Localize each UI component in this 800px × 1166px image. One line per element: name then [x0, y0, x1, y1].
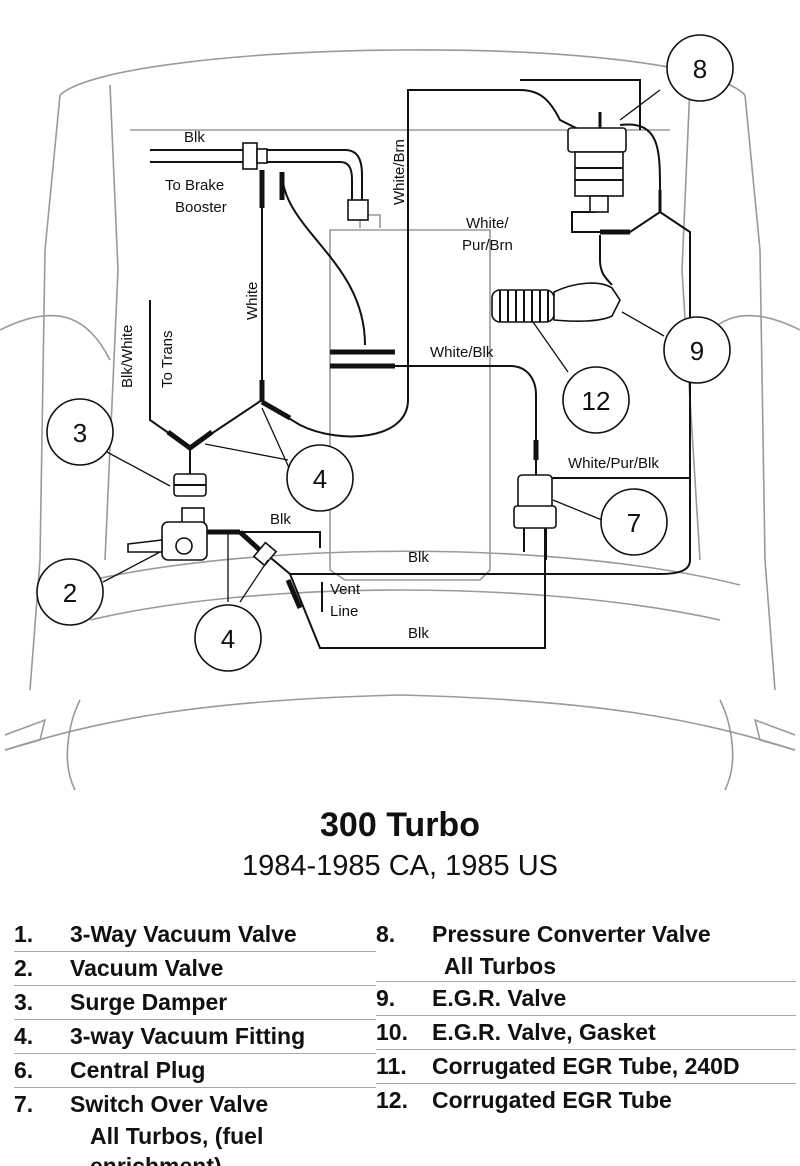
hose-labels: Blk To Brake Booster White/Brn White Blk…	[119, 129, 659, 642]
legend-item: 2. Vacuum Valve	[14, 952, 376, 986]
diagram-title: 300 Turbo	[320, 806, 480, 844]
legend-number: 4.	[14, 1023, 34, 1049]
callout-number: 9	[690, 336, 704, 366]
legend-number: 10.	[376, 1019, 408, 1045]
vacuum-hoses	[149, 79, 691, 649]
callout-number: 2	[63, 578, 77, 608]
legend-number: 8.	[376, 921, 396, 947]
legend-item: 6. Central Plug	[14, 1054, 376, 1088]
hose-label-line: Line	[330, 603, 358, 620]
legend-text: 3-Way Vacuum Valve	[70, 921, 297, 947]
egr-tube	[491, 282, 621, 323]
legend-number: 6.	[14, 1057, 34, 1083]
legend-item: 8. Pressure Converter Valve	[376, 918, 796, 951]
legend-text: Central Plug	[70, 1057, 206, 1083]
legend-item: 9. E.G.R. Valve	[376, 982, 796, 1016]
brake-booster-line	[150, 142, 369, 221]
hose-label-pur-brn: Pur/Brn	[462, 237, 513, 254]
hose-label-blk: Blk	[408, 625, 429, 642]
legend-text: Surge Damper	[70, 989, 228, 1015]
callout-8	[666, 34, 734, 102]
hose-label-to-trans: To Trans	[159, 330, 176, 388]
hose-label-white-pur-blk: White/Pur/Blk	[568, 455, 659, 472]
legend-left-column: 1. 3-Way Vacuum Valve 2. Vacuum Valve 3.…	[14, 918, 376, 1166]
leader-lines	[102, 89, 665, 603]
legend-text: E.G.R. Valve	[432, 985, 567, 1011]
callout-4-top	[286, 444, 354, 512]
callout-3	[46, 398, 114, 466]
callout-circles: 8 9 12 7 3 4 2 4	[36, 34, 734, 672]
legend-number: 3.	[14, 989, 34, 1015]
hose-label-blk: Blk	[184, 129, 205, 146]
hose-label-to-brake: To Brake	[165, 177, 224, 194]
legend-text: Corrugated EGR Tube	[432, 1087, 672, 1113]
hose-label-blk: Blk	[408, 549, 429, 566]
callout-9	[663, 316, 731, 384]
legend-text: Pressure Converter Valve	[432, 921, 711, 947]
callout-number: 4	[313, 464, 327, 494]
callout-number: 4	[221, 624, 235, 654]
hose-label-blk: Blk	[270, 511, 291, 528]
legend-text: E.G.R. Valve, Gasket	[432, 1019, 656, 1045]
vacuum-diagram: 8 9 12 7 3 4 2 4 Blk To Brake Booster Wh…	[0, 34, 800, 791]
legend-text: Vacuum Valve	[70, 955, 224, 981]
legend-item: 7. Switch Over Valve	[14, 1088, 376, 1121]
legend-continuation: All Turbos	[376, 951, 796, 982]
legend-text: 3-way Vacuum Fitting	[70, 1023, 306, 1049]
callout-number: 7	[627, 508, 641, 538]
diagram-subtitle: 1984-1985 CA, 1985 US	[242, 850, 558, 882]
callout-4-bottom	[194, 604, 262, 672]
hose-label-blk-white: Blk/White	[119, 325, 136, 388]
legend-number: 7.	[14, 1091, 34, 1117]
hose-label-booster: Booster	[175, 199, 227, 216]
hose-label-white-blk: White/Blk	[430, 344, 494, 361]
legend-number: 2.	[14, 955, 34, 981]
legend-item: 11. Corrugated EGR Tube, 240D	[376, 1050, 796, 1084]
hose-label-vent: Vent	[330, 581, 361, 598]
hose-label-white-brn: White/Brn	[391, 139, 408, 205]
legend-text: Switch Over Valve	[70, 1091, 269, 1117]
callout-12	[562, 366, 630, 434]
legend-item: 1. 3-Way Vacuum Valve	[14, 918, 376, 952]
legend-number: 1.	[14, 921, 34, 947]
legend-item: 10. E.G.R. Valve, Gasket	[376, 1016, 796, 1050]
legend-item: 12. Corrugated EGR Tube	[376, 1084, 796, 1117]
legend-right-column: 8. Pressure Converter Valve All Turbos 9…	[376, 918, 796, 1117]
legend-text: Corrugated EGR Tube, 240D	[432, 1053, 740, 1079]
legend-number: 12.	[376, 1087, 408, 1113]
legend-number: 9.	[376, 985, 396, 1011]
legend-item: 4. 3-way Vacuum Fitting	[14, 1020, 376, 1054]
legend-continuation: All Turbos, (fuel enrichment)	[90, 1123, 264, 1166]
vehicle-body-outline	[0, 49, 800, 791]
components	[127, 127, 627, 567]
callout-number: 12	[582, 386, 611, 416]
callout-7	[600, 488, 668, 556]
callout-number: 8	[693, 54, 707, 84]
legend-number: 11.	[376, 1053, 407, 1079]
hose-label-white: White	[244, 282, 261, 320]
callout-number: 3	[73, 418, 87, 448]
hose-label-white-pur-brn: White/	[466, 215, 509, 232]
legend-item: 3. Surge Damper	[14, 986, 376, 1020]
callout-2	[36, 558, 104, 626]
